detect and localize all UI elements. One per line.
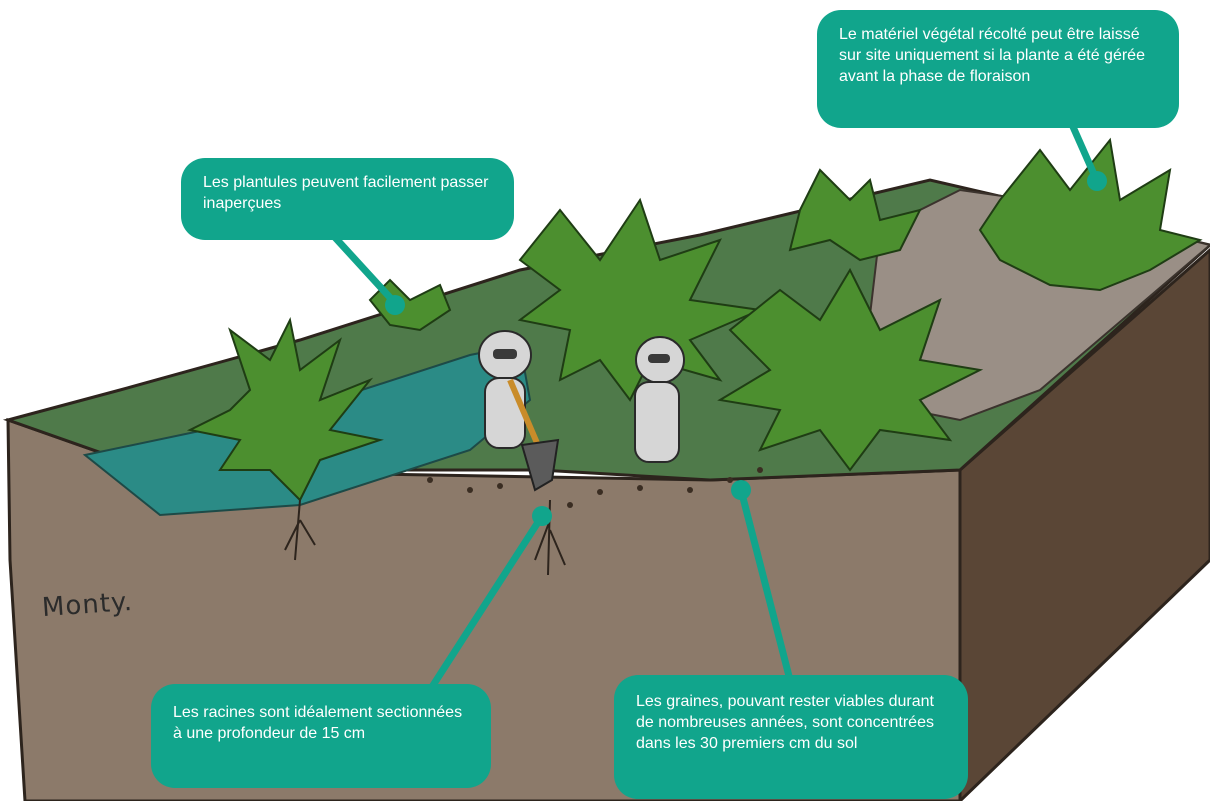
root-icon bbox=[284, 499, 566, 576]
giant-hogweed-plant-icon bbox=[186, 137, 1203, 502]
callout-anchor-dots bbox=[385, 171, 1107, 526]
callout-leaders bbox=[327, 118, 1101, 692]
shovel-icon bbox=[507, 378, 560, 492]
callout-seeds: Les graines, pouvant rester viables dura… bbox=[614, 675, 968, 799]
artist-signature: Monty. bbox=[41, 586, 134, 624]
callout-roots: Les racines sont idéalement sectionnées … bbox=[151, 684, 491, 788]
callout-harvested-material: Le matériel végétal récolté peut être la… bbox=[817, 10, 1179, 128]
hazmat-worker-icon bbox=[478, 330, 685, 463]
callout-seedlings: Les plantules peuvent facilement passer … bbox=[181, 158, 514, 240]
soil-seeds bbox=[427, 467, 763, 508]
